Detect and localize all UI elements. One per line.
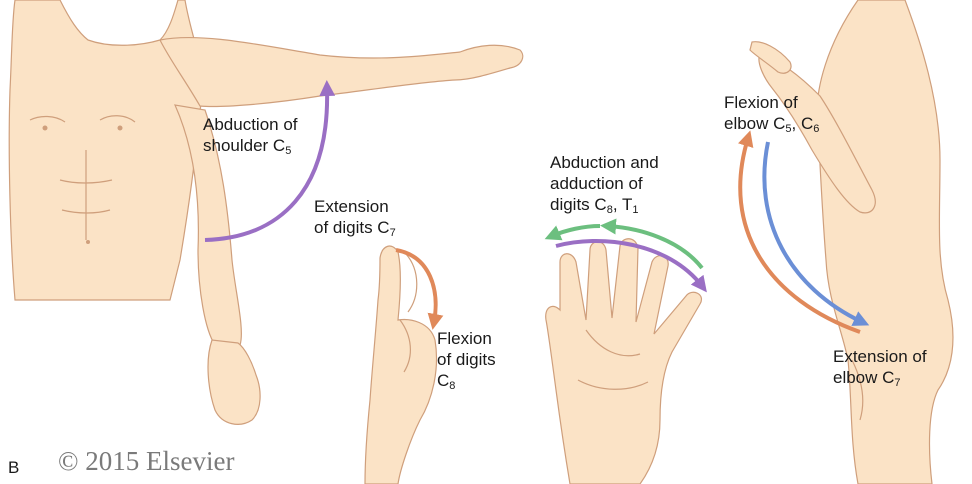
elbow-extension-label-line1: Extension of [833, 347, 927, 366]
elbow-flexion-arrow [738, 130, 861, 334]
shoulder-abduction-label-line2: shoulder C5 [203, 136, 292, 157]
hand-fist [364, 245, 438, 484]
hand-digits-figure [364, 245, 438, 484]
digits-adduction-arrow [555, 238, 707, 293]
digit-flexion-label-line1: Flexion [437, 329, 492, 348]
panel-letter: B [8, 458, 20, 477]
digits-abduction-adduction-label-line2: adduction of [550, 174, 643, 193]
digit-flexion-arrow [395, 248, 444, 330]
elbow-extension-label-line2: elbow C7 [833, 368, 901, 389]
forearm-raised [758, 53, 876, 214]
open-hand [545, 238, 702, 484]
raised-arm [159, 36, 524, 108]
open-hand-figure [545, 238, 702, 484]
elbow-flexion-label-line2: elbow C5, C6 [724, 114, 820, 135]
digits-abduction-arrow-left [544, 224, 601, 241]
digits-abduction-arrow [600, 218, 704, 270]
side-body [816, 0, 954, 484]
elbow-extension-arrow [762, 141, 870, 326]
digit-extension-label-line1: Extension [314, 197, 389, 216]
elbow-flexion-label-line1: Flexion of [724, 93, 798, 112]
copyright-notice: © 2015 Elsevier [58, 446, 235, 476]
digit-extension-label: Extension of digits C7 [314, 196, 396, 239]
torso-figure [8, 0, 524, 425]
digit-flexion-label-line3: C8 [437, 371, 456, 392]
digits-abduction-adduction-label-line3: digits C8, T1 [550, 195, 639, 216]
hanging-hand [207, 339, 261, 425]
raised-hand [749, 41, 792, 74]
elbow-extension-label: Extension of elbow C7 [833, 346, 927, 389]
digit-flexion-label: Flexion of digits C8 [437, 328, 496, 392]
digit-extension-label-line2: of digits C7 [314, 218, 396, 239]
shoulder-abduction-arrow [204, 80, 336, 242]
digits-abduction-adduction-label: Abduction and adduction of digits C8, T1 [550, 152, 659, 216]
side-figure [749, 0, 954, 484]
elbow-flexion-label: Flexion of elbow C5, C6 [724, 92, 820, 135]
shoulder-abduction-label: Abduction of shoulder C5 [203, 114, 298, 157]
shoulder-abduction-label-line1: Abduction of [203, 115, 298, 134]
digit-flexion-label-line2: of digits [437, 350, 496, 369]
digits-abduction-adduction-label-line1: Abduction and [550, 153, 659, 172]
